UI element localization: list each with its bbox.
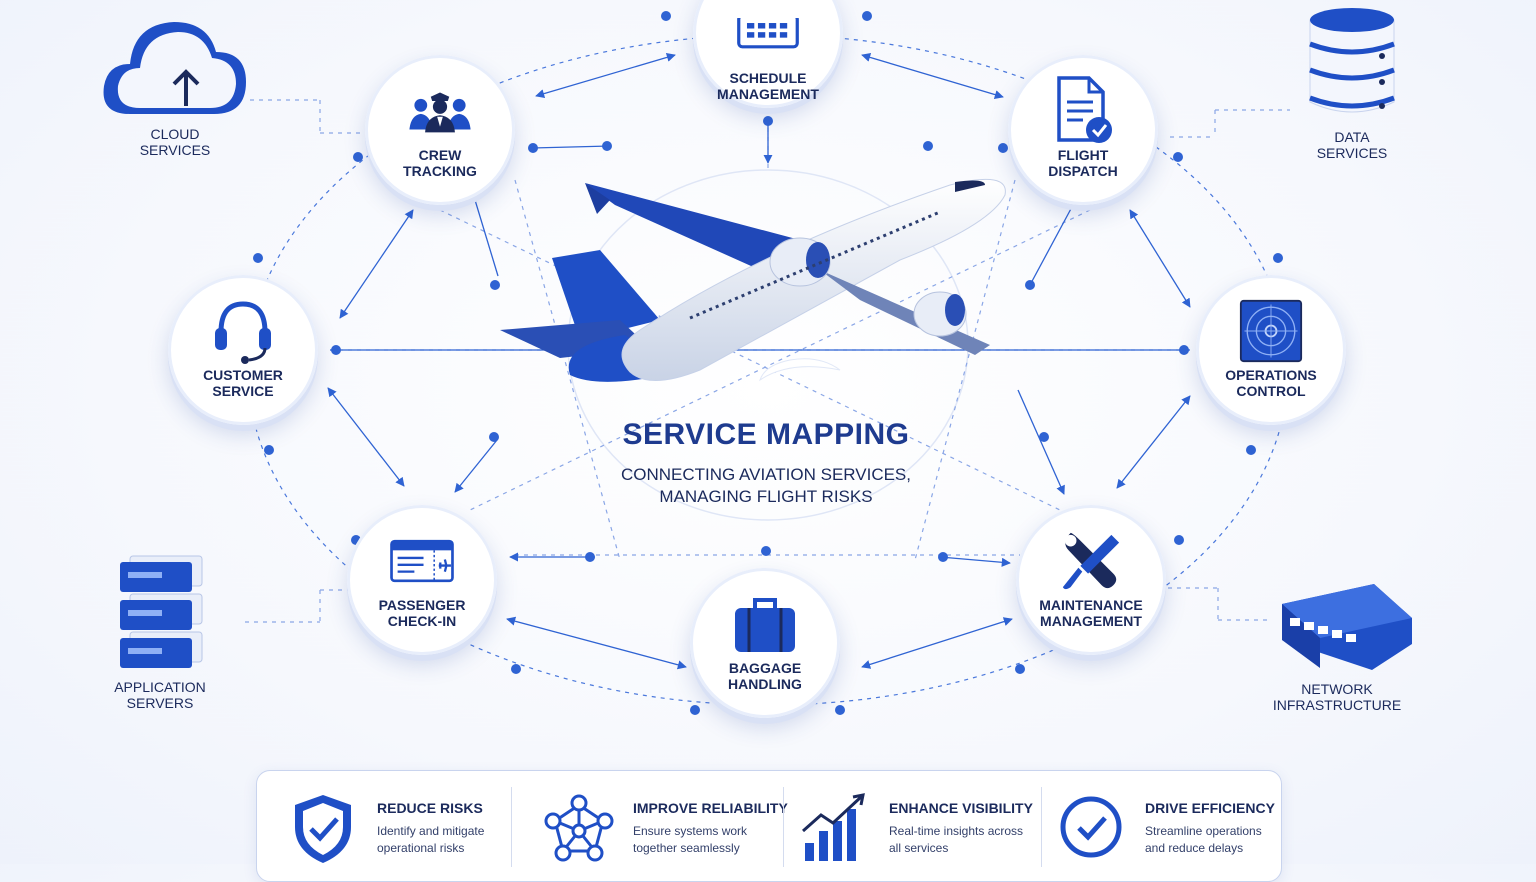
network-nodes-icon xyxy=(543,791,615,865)
center-heading: SERVICE MAPPING CONNECTING AVIATION SERV… xyxy=(566,418,966,508)
radar-icon xyxy=(1239,299,1303,363)
node-label: BAGGAGE HANDLING xyxy=(728,660,802,692)
node-label: CREW TRACKING xyxy=(403,147,477,179)
node-label: FLIGHT DISPATCH xyxy=(1048,147,1118,179)
document-check-icon xyxy=(1051,76,1115,143)
benefit-improve-reliability: IMPROVE RELIABILITY Ensure systems work … xyxy=(513,771,788,865)
cloud-upload-icon xyxy=(100,2,250,122)
check-circle-icon xyxy=(1055,791,1127,865)
node-label: OPERATIONS CONTROL xyxy=(1225,367,1317,399)
node-maintenance-management[interactable]: MAINTENANCE MANAGEMENT xyxy=(1016,505,1166,655)
benefit-reduce-risks: REDUCE RISKS Identify and mitigate opera… xyxy=(257,771,513,865)
external-label: NETWORK INFRASTRUCTURE xyxy=(1272,681,1402,713)
bar-chart-icon xyxy=(799,791,871,865)
divider xyxy=(783,787,784,867)
connection-lines xyxy=(245,11,1290,715)
headset-icon xyxy=(211,301,275,364)
node-crew-tracking[interactable]: CREW TRACKING xyxy=(365,55,515,205)
benefit-drive-efficiency: DRIVE EFFICIENCY Streamline operations a… xyxy=(1025,771,1281,865)
node-flight-dispatch[interactable]: FLIGHT DISPATCH xyxy=(1008,55,1158,205)
benefit-description: Identify and mitigate operational risks xyxy=(377,824,485,855)
external-label: APPLICATION SERVERS xyxy=(114,679,206,711)
benefit-title: REDUCE RISKS xyxy=(377,800,483,816)
airplane-illustration xyxy=(500,178,1006,382)
external-cloud-services[interactable]: CLOUD SERVICES xyxy=(95,2,255,158)
external-data-services[interactable]: DATA SERVICES xyxy=(1282,6,1422,161)
tools-icon xyxy=(1059,531,1123,591)
suitcase-icon xyxy=(733,594,797,654)
divider xyxy=(1041,787,1042,867)
external-label: CLOUD SERVICES xyxy=(139,126,211,158)
diagram-title: SERVICE MAPPING xyxy=(622,418,910,451)
benefit-title: IMPROVE RELIABILITY xyxy=(633,800,788,816)
node-operations-control[interactable]: OPERATIONS CONTROL xyxy=(1196,275,1346,425)
node-label: SCHEDULE MANAGEMENT xyxy=(717,70,819,102)
external-application-servers[interactable]: APPLICATION SERVERS xyxy=(90,552,230,711)
shield-check-icon xyxy=(287,791,359,865)
calendar-icon xyxy=(736,4,800,64)
benefit-description: Ensure systems work together seamlessly xyxy=(633,824,748,855)
node-label: PASSENGER CHECK-IN xyxy=(378,597,466,629)
node-label: CUSTOMER SERVICE xyxy=(203,367,283,399)
benefit-title: DRIVE EFFICIENCY xyxy=(1145,800,1275,816)
divider xyxy=(511,787,512,867)
benefit-description: Streamline operations and reduce delays xyxy=(1145,824,1262,855)
benefits-bar: REDUCE RISKS Identify and mitigate opera… xyxy=(256,770,1282,882)
node-baggage-handling[interactable]: BAGGAGE HANDLING xyxy=(690,568,840,718)
external-label: DATA SERVICES xyxy=(1316,129,1388,161)
crew-icon xyxy=(408,81,472,141)
server-stack-icon xyxy=(112,552,208,675)
external-network-infrastructure[interactable]: NETWORK INFRASTRUCTURE xyxy=(1262,582,1412,713)
benefit-title: ENHANCE VISIBILITY xyxy=(889,800,1033,816)
node-customer-service[interactable]: CUSTOMER SERVICE xyxy=(168,275,318,425)
node-passenger-check-in[interactable]: PASSENGER CHECK-IN xyxy=(347,505,497,655)
boarding-pass-icon xyxy=(390,531,454,591)
database-icon xyxy=(1306,6,1398,121)
node-label: MAINTENANCE MANAGEMENT xyxy=(1039,597,1143,629)
network-switch-icon xyxy=(1262,582,1412,677)
diagram-subtitle: CONNECTING AVIATION SERVICES, MANAGING F… xyxy=(621,465,911,506)
benefit-enhance-visibility: ENHANCE VISIBILITY Real-time insights ac… xyxy=(769,771,1033,865)
benefit-description: Real-time insights across all services xyxy=(889,824,1024,855)
node-schedule-management[interactable]: SCHEDULE MANAGEMENT xyxy=(693,0,843,108)
